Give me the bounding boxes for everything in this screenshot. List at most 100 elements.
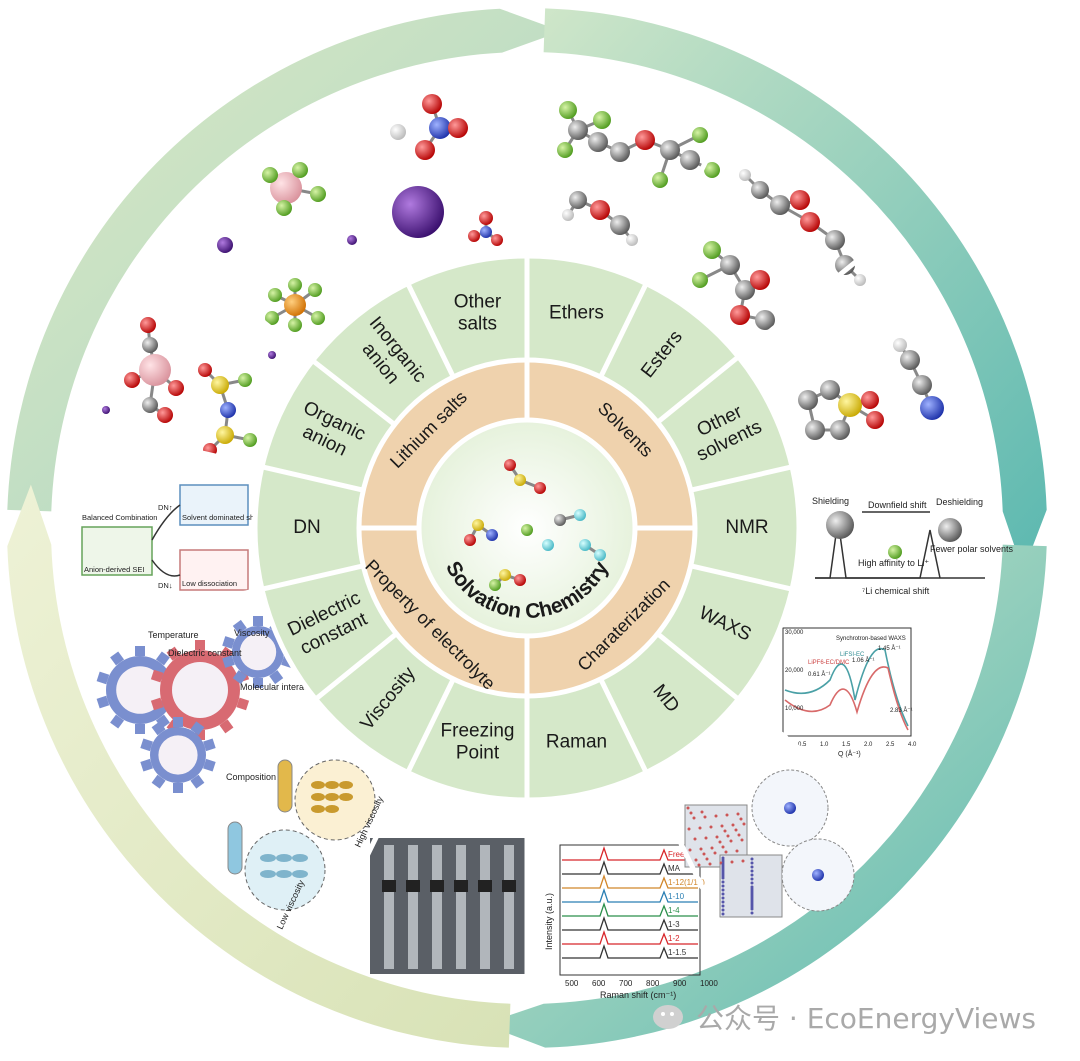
center-atom	[514, 474, 526, 486]
tfsi-molecule-atom	[238, 373, 252, 387]
bf4-molecule-atom	[262, 167, 278, 183]
raman-series-4: 1-4	[668, 906, 680, 915]
middle-label-4: NMR	[725, 517, 768, 538]
md-li	[784, 802, 796, 814]
hfe-ether	[557, 101, 720, 188]
center-atom	[534, 482, 546, 494]
waxs-legend: LiPF6-EC/DMC	[808, 660, 850, 666]
nitrate-molecule-atom	[390, 124, 406, 140]
sulfolane-atom	[838, 393, 862, 417]
ester-1-atom	[835, 255, 855, 275]
nmr-deshielding: Deshielding	[936, 497, 983, 507]
dielectric-molecular: Molecular interaction	[240, 682, 323, 692]
tfsi-molecule-atom	[211, 376, 229, 394]
raman-xtick: 900	[673, 979, 687, 988]
hfe-ether-atom	[692, 127, 708, 143]
li-ion-large	[392, 186, 444, 238]
hfe-ether-atom	[557, 142, 573, 158]
raman-series-2: 1-12(1/16)	[668, 878, 705, 887]
raman-series-1: MA	[668, 864, 681, 873]
raman-series-6: 1-2	[668, 934, 680, 943]
dn-low_dissoc: Low dissociation	[182, 579, 237, 588]
nmr-fewer: Fewer polar solvents	[930, 544, 1014, 554]
center-atom	[514, 574, 526, 586]
pf6-molecule-atom	[288, 278, 302, 292]
nmr-shielding: Shielding	[812, 496, 849, 506]
acetonitrile	[893, 338, 944, 420]
pf6-molecule-atom	[268, 288, 282, 302]
raman-xtick: 600	[592, 979, 606, 988]
ester-2-atom	[720, 255, 740, 275]
wechat-icon	[653, 1005, 683, 1029]
borate-molecule-atom	[124, 372, 140, 388]
dn-balanced: Balanced Combination	[82, 513, 157, 522]
svg-text:DN: DN	[293, 517, 320, 538]
nmr-cluster	[938, 518, 962, 542]
center-atom	[464, 534, 476, 546]
dme-ether-atom	[590, 200, 610, 220]
tfsi-molecule	[198, 363, 257, 457]
center-molecules	[464, 459, 606, 591]
tfsi-molecule-atom	[243, 433, 257, 447]
dn-solvent_shell: Solvent dominated shell	[182, 513, 262, 522]
waxs-xlabel: Q (Å⁻¹)	[838, 749, 861, 758]
borate-molecule-atom	[140, 317, 156, 333]
nitrate-molecule-atom	[448, 118, 468, 138]
waxs-peak: 0.61 Å⁻¹	[808, 671, 831, 678]
nmr-downfield: Downfield shift	[868, 500, 927, 510]
hfe-ether-atom	[704, 162, 720, 178]
ester-2-atom	[735, 280, 755, 300]
ester-2-atom	[730, 305, 750, 325]
raman-series-3: 1-10	[668, 892, 685, 901]
bf4-molecule-atom	[270, 172, 302, 204]
middle-label-7: Raman	[546, 731, 607, 752]
dn-panel: Balanced Combination Solvent dominated sh…	[81, 484, 262, 591]
sulfolane-atom	[805, 420, 825, 440]
waxs-legend: LiFSI-EC	[840, 652, 865, 658]
dme-ether-atom	[569, 191, 587, 209]
raman-series-5: 1-3	[668, 920, 680, 929]
dme-ether-atom	[626, 234, 638, 246]
ester-1-atom	[825, 230, 845, 250]
center-atom	[504, 459, 516, 471]
middle-label-11: DN	[293, 517, 320, 538]
bf4-molecule-atom	[276, 200, 292, 216]
li-ion	[888, 545, 902, 559]
dme-ether-atom	[610, 215, 630, 235]
middle-label-1: Ethers	[549, 303, 604, 324]
acetonitrile-atom	[920, 396, 944, 420]
raman-series-7: 1-1.5	[668, 948, 687, 957]
nitrate-molecule	[390, 94, 468, 160]
dielectric-temperature: Temperature	[148, 630, 199, 640]
tfsi-molecule-atom	[198, 363, 212, 377]
nmr-axis: ⁷Li chemical shift	[862, 586, 930, 596]
li-ion	[217, 237, 233, 253]
center-atom	[574, 509, 586, 521]
tfsi-molecule-atom	[220, 402, 236, 418]
waxs-ytick: 20,000	[785, 668, 804, 674]
raman-xtick: 700	[619, 979, 633, 988]
dme-ether-atom	[562, 209, 574, 221]
raman-xtick: 1000	[700, 979, 718, 988]
raman-xtick: 500	[565, 979, 579, 988]
nitrate-molecule-atom	[415, 140, 435, 160]
borate-molecule-atom	[142, 397, 158, 413]
center-atom	[499, 569, 511, 581]
waxs-peak: 1.45 Å⁻¹	[878, 645, 901, 652]
sulfolane-atom	[820, 380, 840, 400]
pf6-molecule-atom	[311, 311, 325, 325]
center-atom	[554, 514, 566, 526]
center-atom	[579, 539, 591, 551]
bf4-molecule-atom	[310, 186, 326, 202]
li-ion	[347, 235, 357, 245]
nitrate-molecule-atom	[429, 117, 451, 139]
hfe-ether-atom	[660, 140, 680, 160]
acetonitrile-atom	[912, 375, 932, 395]
dme-ether	[562, 191, 638, 246]
